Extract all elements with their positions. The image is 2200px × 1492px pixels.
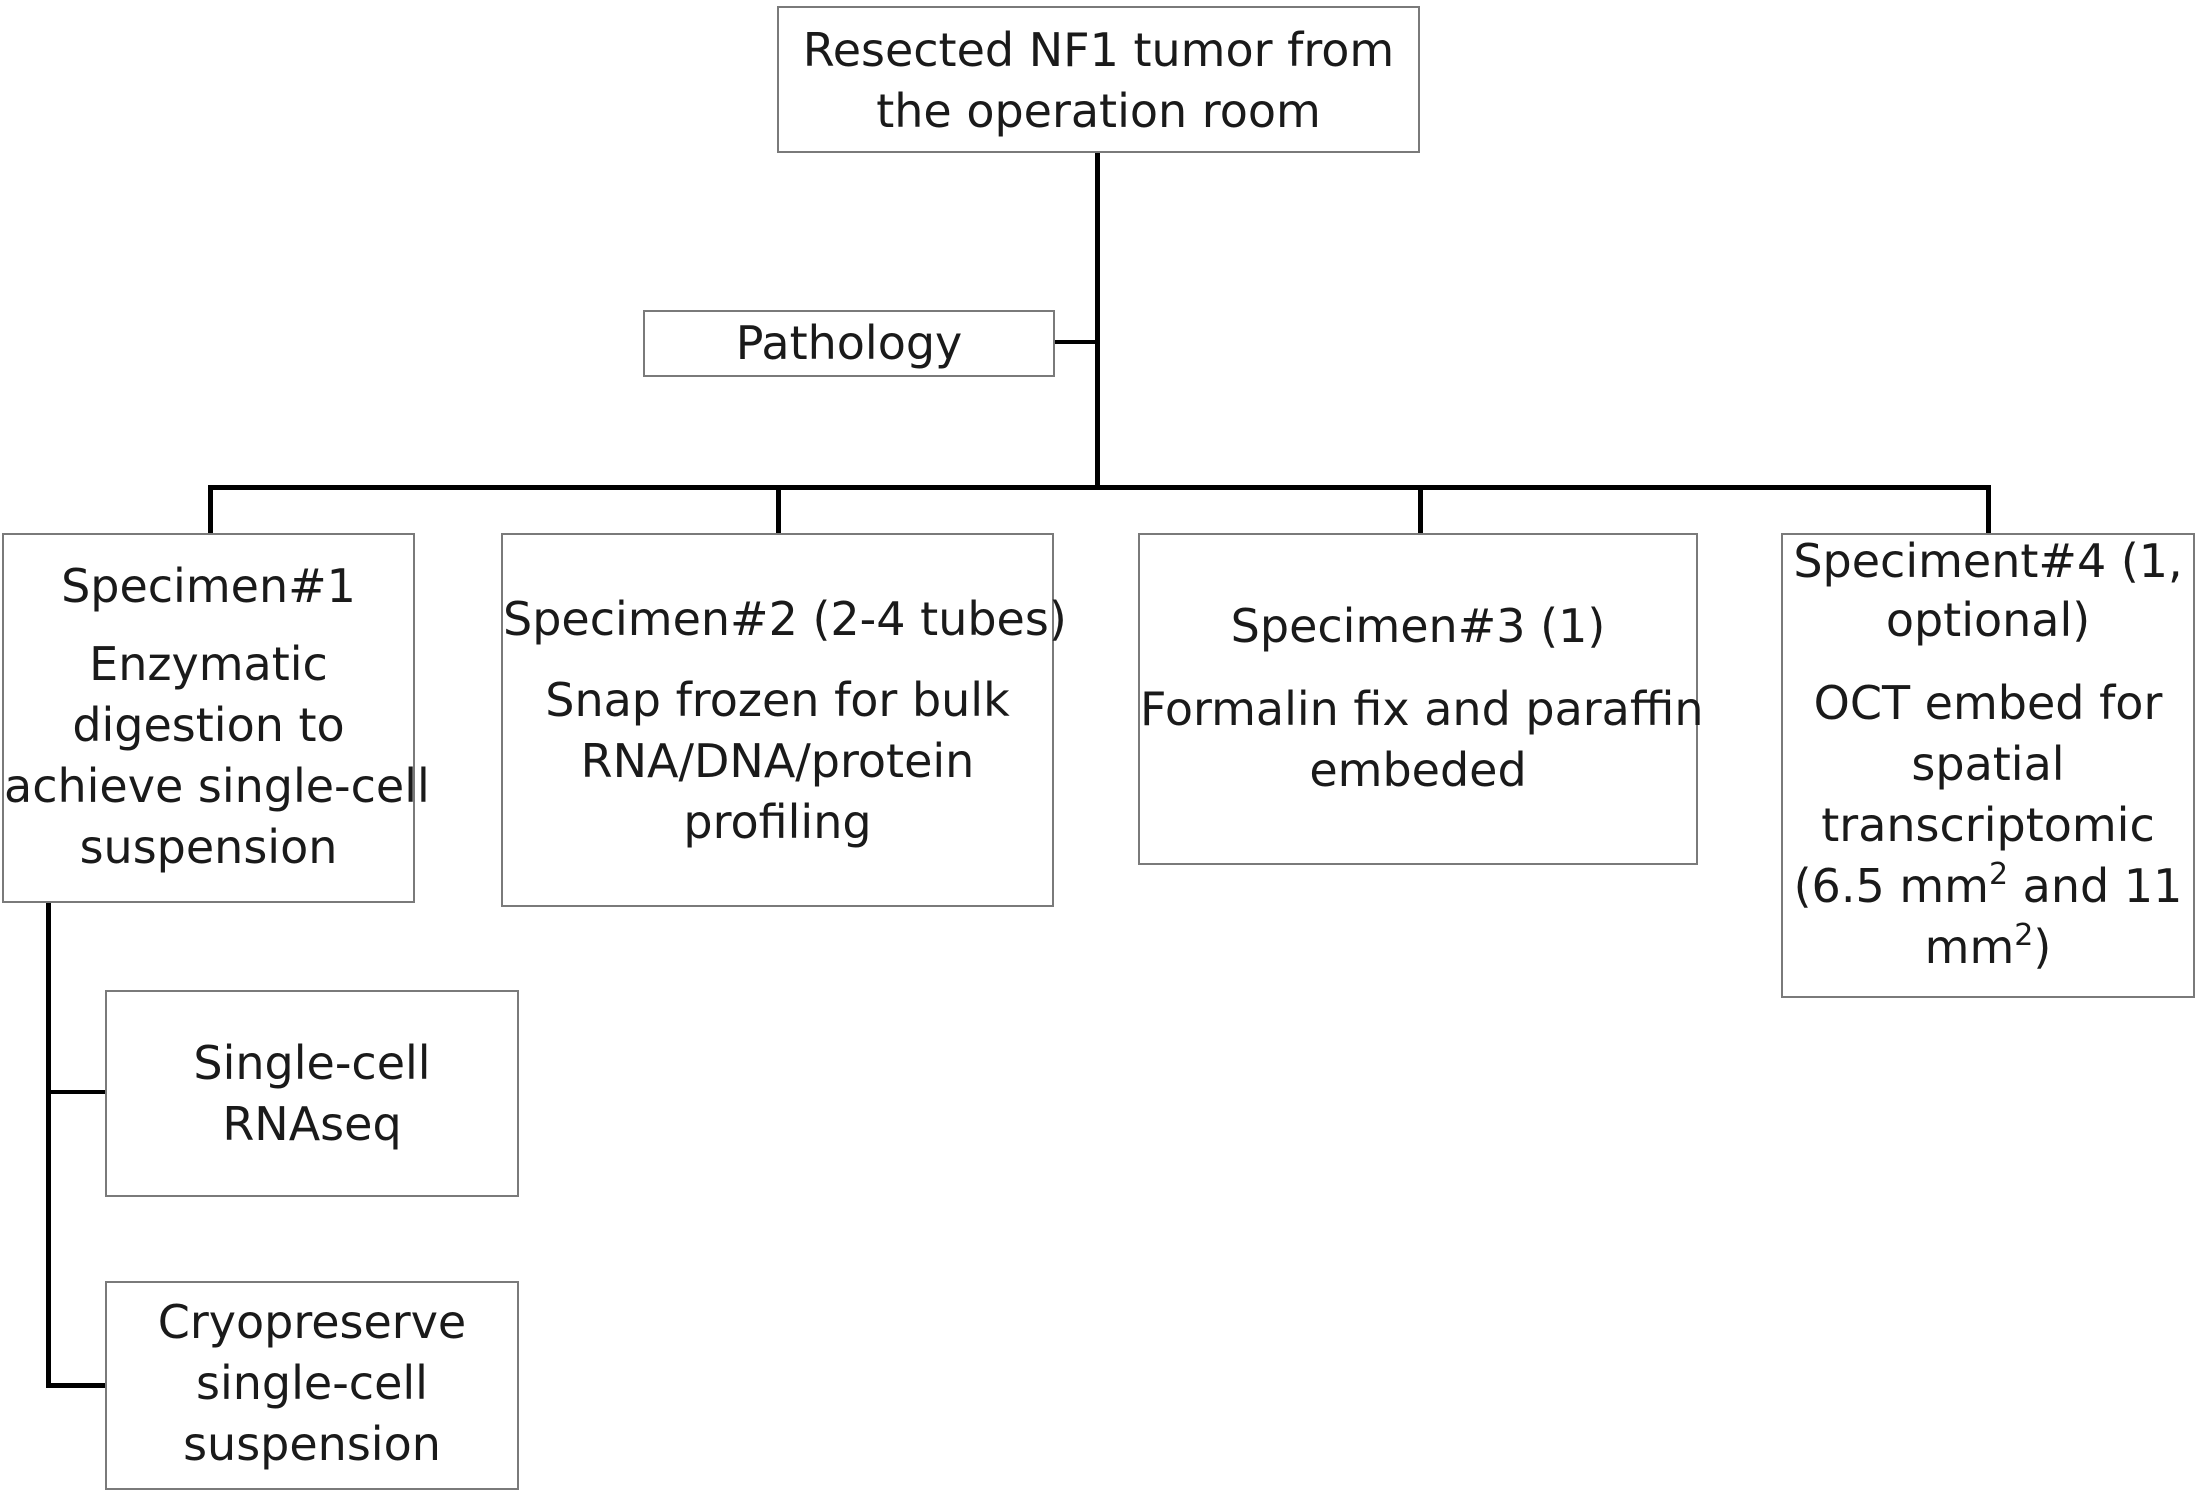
connector-drop-specimen-3 (1418, 485, 1423, 535)
sub-step-1-line-2: RNAseq (222, 1097, 402, 1151)
specimen-3-node: Specimen#3 (1) Formalin fix and paraffin… (1138, 533, 1704, 865)
connector-horizontal-bus (208, 485, 1991, 490)
specimen-1-line-1: Enzymatic (89, 637, 328, 691)
specimen-4-line-1: OCT embed for (1813, 676, 2163, 730)
root-node-line-2: the operation room (876, 84, 1321, 138)
connector-sub-step-1 (46, 1090, 106, 1094)
specimen-4-node: Speciment#4 (1, optional) OCT embed for … (1781, 533, 2195, 998)
specimen-3-line-1: Formalin fix and paraffin (1140, 682, 1704, 736)
root-node-line-1: Resected NF1 tumor from (802, 23, 1395, 77)
specimen-2-line-2: RNA/DNA/protein (580, 734, 975, 788)
pathology-node: Pathology (643, 310, 1055, 377)
specimen-3-title: Specimen#3 (1) (1230, 599, 1606, 653)
specimen-2-node: Specimen#2 (2-4 tubes) Snap frozen for b… (501, 533, 1067, 907)
specimen-2-title: Specimen#2 (2-4 tubes) (503, 592, 1067, 646)
area-line-2-close: ) (2033, 920, 2052, 974)
connector-drop-specimen-4 (1986, 485, 1991, 535)
connector-sub-step-2 (46, 1383, 106, 1388)
specimen-1-node: Specimen#1 Enzymatic digestion to achiev… (2, 533, 430, 903)
sub-step-2-line-2: single-cell (196, 1356, 428, 1410)
specimen-3-line-2: embeded (1309, 743, 1527, 797)
specimen-4-area-line-1: (6.5 mm2 and 11 (1783, 856, 2193, 917)
specimen-1-line-2: digestion to (72, 698, 345, 752)
sub-step-2-line-3: suspension (183, 1417, 441, 1471)
root-node: Resected NF1 tumor from the operation ro… (777, 6, 1420, 153)
area-line-1-mid: and 11 (2008, 859, 2183, 913)
specimen-4-area-line-2: mm2) (1783, 917, 2193, 978)
specimen-4-line-2: spatial (1911, 737, 2065, 791)
connector-specimen1-trunk (46, 900, 51, 1387)
area-line-2-text: mm (1924, 920, 2015, 974)
pathology-label: Pathology (735, 316, 963, 370)
sub-step-single-cell-rnaseq: Single-cell RNAseq (105, 990, 519, 1197)
sub-step-2-line-1: Cryopreserve (157, 1295, 467, 1349)
specimen-4-title-line-1: Speciment#4 (1, (1793, 534, 2183, 588)
connector-pathology (1054, 340, 1100, 344)
connector-root-trunk (1095, 152, 1100, 487)
connector-drop-specimen-1 (208, 485, 213, 535)
specimen-1-line-4: suspension (79, 820, 338, 874)
sub-step-cryopreserve: Cryopreserve single-cell suspension (105, 1281, 519, 1490)
specimen-2-line-1: Snap frozen for bulk (545, 673, 1010, 727)
connector-drop-specimen-2 (776, 485, 781, 535)
specimen-2-line-3: profiling (683, 795, 872, 849)
specimen-4-line-3: transcriptomic (1821, 798, 2155, 852)
specimen-1-line-3: achieve single-cell (4, 759, 430, 813)
specimen-1-title: Specimen#1 (61, 559, 356, 613)
area-line-2-sup: 2 (2014, 918, 2034, 953)
area-line-1-open: (6.5 mm (1793, 859, 1989, 913)
area-line-1-sup: 2 (1988, 857, 2009, 892)
specimen-4-title-line-2: optional) (1885, 593, 2091, 647)
sub-step-1-line-1: Single-cell (193, 1036, 431, 1090)
